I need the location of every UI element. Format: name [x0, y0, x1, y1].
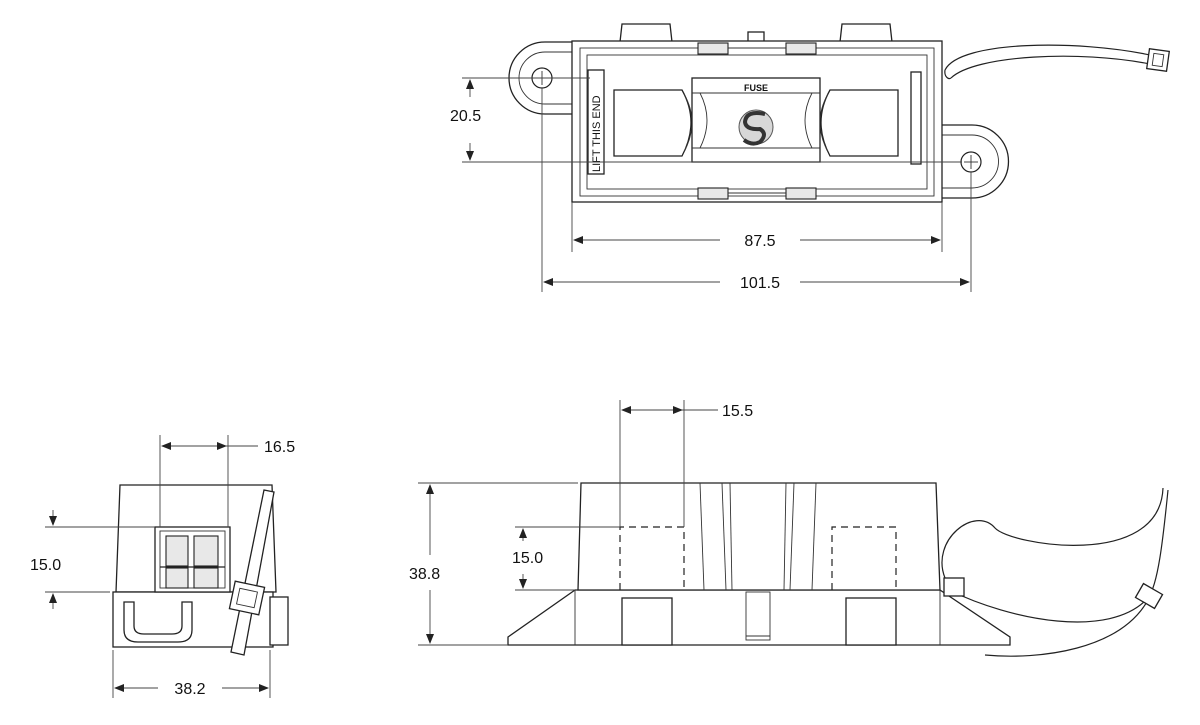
lift-label: LIFT THIS END	[591, 95, 603, 172]
end-cable-tie	[228, 489, 275, 656]
top-view: FUSE LIFT THIS END 20.5 87.5	[450, 23, 1171, 292]
end-view: 16.5 15.0 38.2	[30, 435, 295, 698]
lift-label-box	[587, 69, 605, 175]
side-cable-tie	[941, 487, 1169, 657]
dim-end-width: 38.2	[174, 681, 205, 698]
dim-end-opening-height: 15.0	[30, 557, 61, 574]
right-terminal	[820, 89, 899, 157]
side-upper-body	[577, 482, 941, 591]
fuse-label: FUSE	[744, 83, 768, 93]
dim-inner-width: 87.5	[744, 233, 775, 250]
dim-side-opening-height: 15.0	[512, 550, 543, 567]
dim-side-opening-width: 15.5	[722, 403, 753, 420]
cable-tie	[944, 44, 1171, 80]
side-view: 15.5 15.0 38.8	[409, 400, 1169, 657]
dim-top-height: 20.5	[450, 108, 481, 125]
brand-logo-icon	[738, 109, 774, 146]
dim-side-height: 38.8	[409, 566, 440, 583]
dim-outer-width: 101.5	[740, 275, 780, 292]
left-terminal	[613, 89, 692, 157]
side-base	[507, 589, 1011, 646]
dim-end-opening-width: 16.5	[264, 439, 295, 456]
